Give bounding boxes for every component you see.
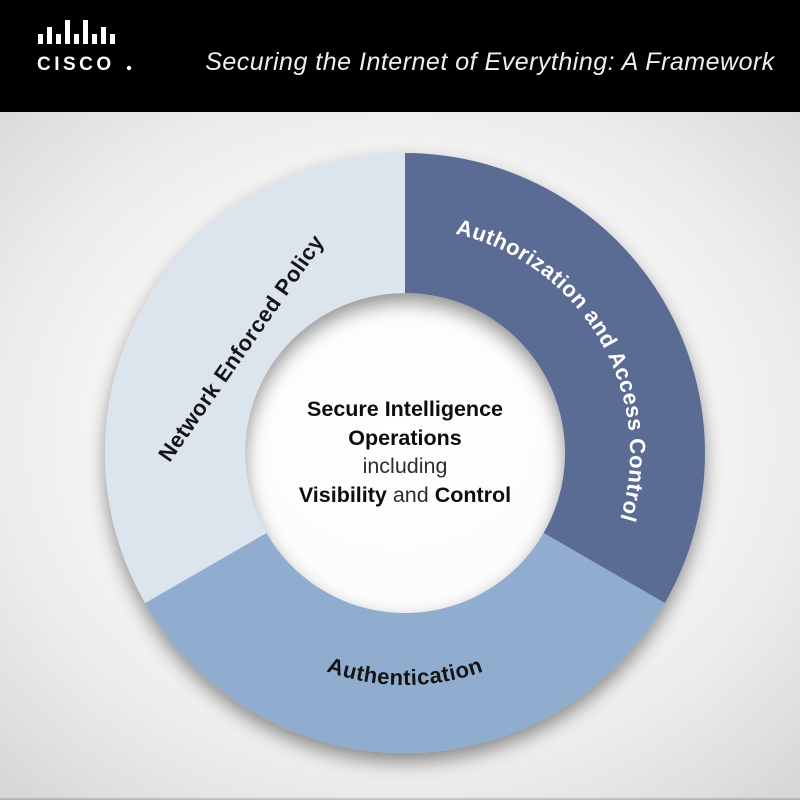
header-bar: CISCO Securing the Internet of Everythin…: [0, 0, 800, 112]
cisco-wordmark: CISCO: [37, 54, 115, 75]
hub-control: Control: [434, 482, 512, 507]
bottom-edge-shade: [0, 797, 800, 800]
donut-ring: [104, 153, 706, 754]
hub-text: Secure Intelligence Operations including…: [205, 395, 605, 509]
page-title: Securing the Internet of Everything: A F…: [205, 48, 775, 76]
hub-line-2: Operations: [348, 425, 462, 450]
hub-line-1: Secure Intelligence: [307, 397, 503, 421]
hub-visibility: Visibility: [298, 482, 387, 507]
segment-network-enforced-policy: [104, 153, 405, 603]
hub-line-4: Visibility and Control: [205, 481, 605, 510]
hub-line-3: including: [362, 454, 448, 478]
diagram-area: Authorization and Access Control Authent…: [0, 112, 800, 800]
segment-authentication: [145, 533, 665, 754]
trademark-dot-icon: [126, 65, 132, 71]
framework-donut-chart: Authorization and Access Control Authent…: [104, 153, 706, 754]
cisco-logo-icon: CISCO: [37, 20, 132, 75]
cisco-logo: CISCO: [30, 14, 140, 85]
hub-and: and: [386, 482, 435, 507]
cisco-bars-icon: [38, 20, 115, 44]
segment-authorization-access-control: [405, 153, 706, 603]
